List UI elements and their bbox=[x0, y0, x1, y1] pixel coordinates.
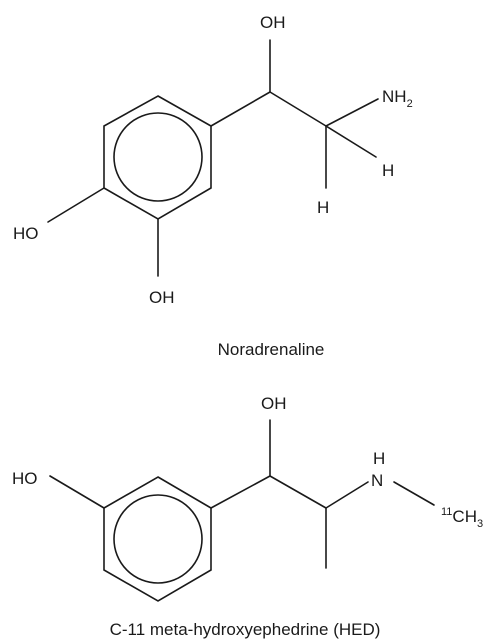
hed-h-label: H bbox=[373, 449, 385, 468]
noradrenaline-oh-top-label: OH bbox=[260, 13, 286, 32]
noradrenaline-h-right-label: H bbox=[382, 161, 394, 180]
hed-aromatic-circle bbox=[113, 494, 203, 584]
noradrenaline-bond-ring-c1 bbox=[210, 91, 271, 127]
noradrenaline-bond-c1-c2 bbox=[269, 91, 327, 127]
noradrenaline-caption: Noradrenaline bbox=[218, 340, 325, 359]
hed-bond-n-ch3 bbox=[393, 481, 435, 506]
noradrenaline-bond-c2-n bbox=[325, 98, 379, 127]
noradrenaline-structure: OH NH2 H H HO OH Noradrenaline bbox=[13, 13, 413, 359]
hed-bond-c2-n bbox=[325, 481, 369, 509]
hed-caption: C-11 meta-hydroxyephedrine (HED) bbox=[110, 620, 381, 639]
hed-n-label: N bbox=[371, 471, 383, 490]
hed-bond-ring-ho bbox=[49, 475, 105, 509]
noradrenaline-bond-c2-h-right bbox=[325, 125, 377, 158]
noradrenaline-aromatic-circle bbox=[113, 112, 203, 202]
hed-oh-top-label: OH bbox=[261, 394, 287, 413]
noradrenaline-nh2-label: NH2 bbox=[382, 87, 413, 110]
noradrenaline-oh-bottom-label: OH bbox=[149, 288, 175, 307]
hed-c11-methyl-label: 11CH3 bbox=[441, 506, 483, 530]
noradrenaline-ho-left-label: HO bbox=[13, 224, 39, 243]
noradrenaline-h-bottom-label: H bbox=[317, 198, 329, 217]
hed-ho-left-label: HO bbox=[12, 469, 38, 488]
noradrenaline-bond-ring-ho bbox=[47, 187, 105, 223]
hed-structure: OH HO H N 11CH3 C-11 meta-hydroxyephedri… bbox=[12, 394, 483, 639]
hed-bond-ring-c1 bbox=[210, 475, 271, 509]
hed-bond-c1-c2 bbox=[269, 475, 327, 509]
